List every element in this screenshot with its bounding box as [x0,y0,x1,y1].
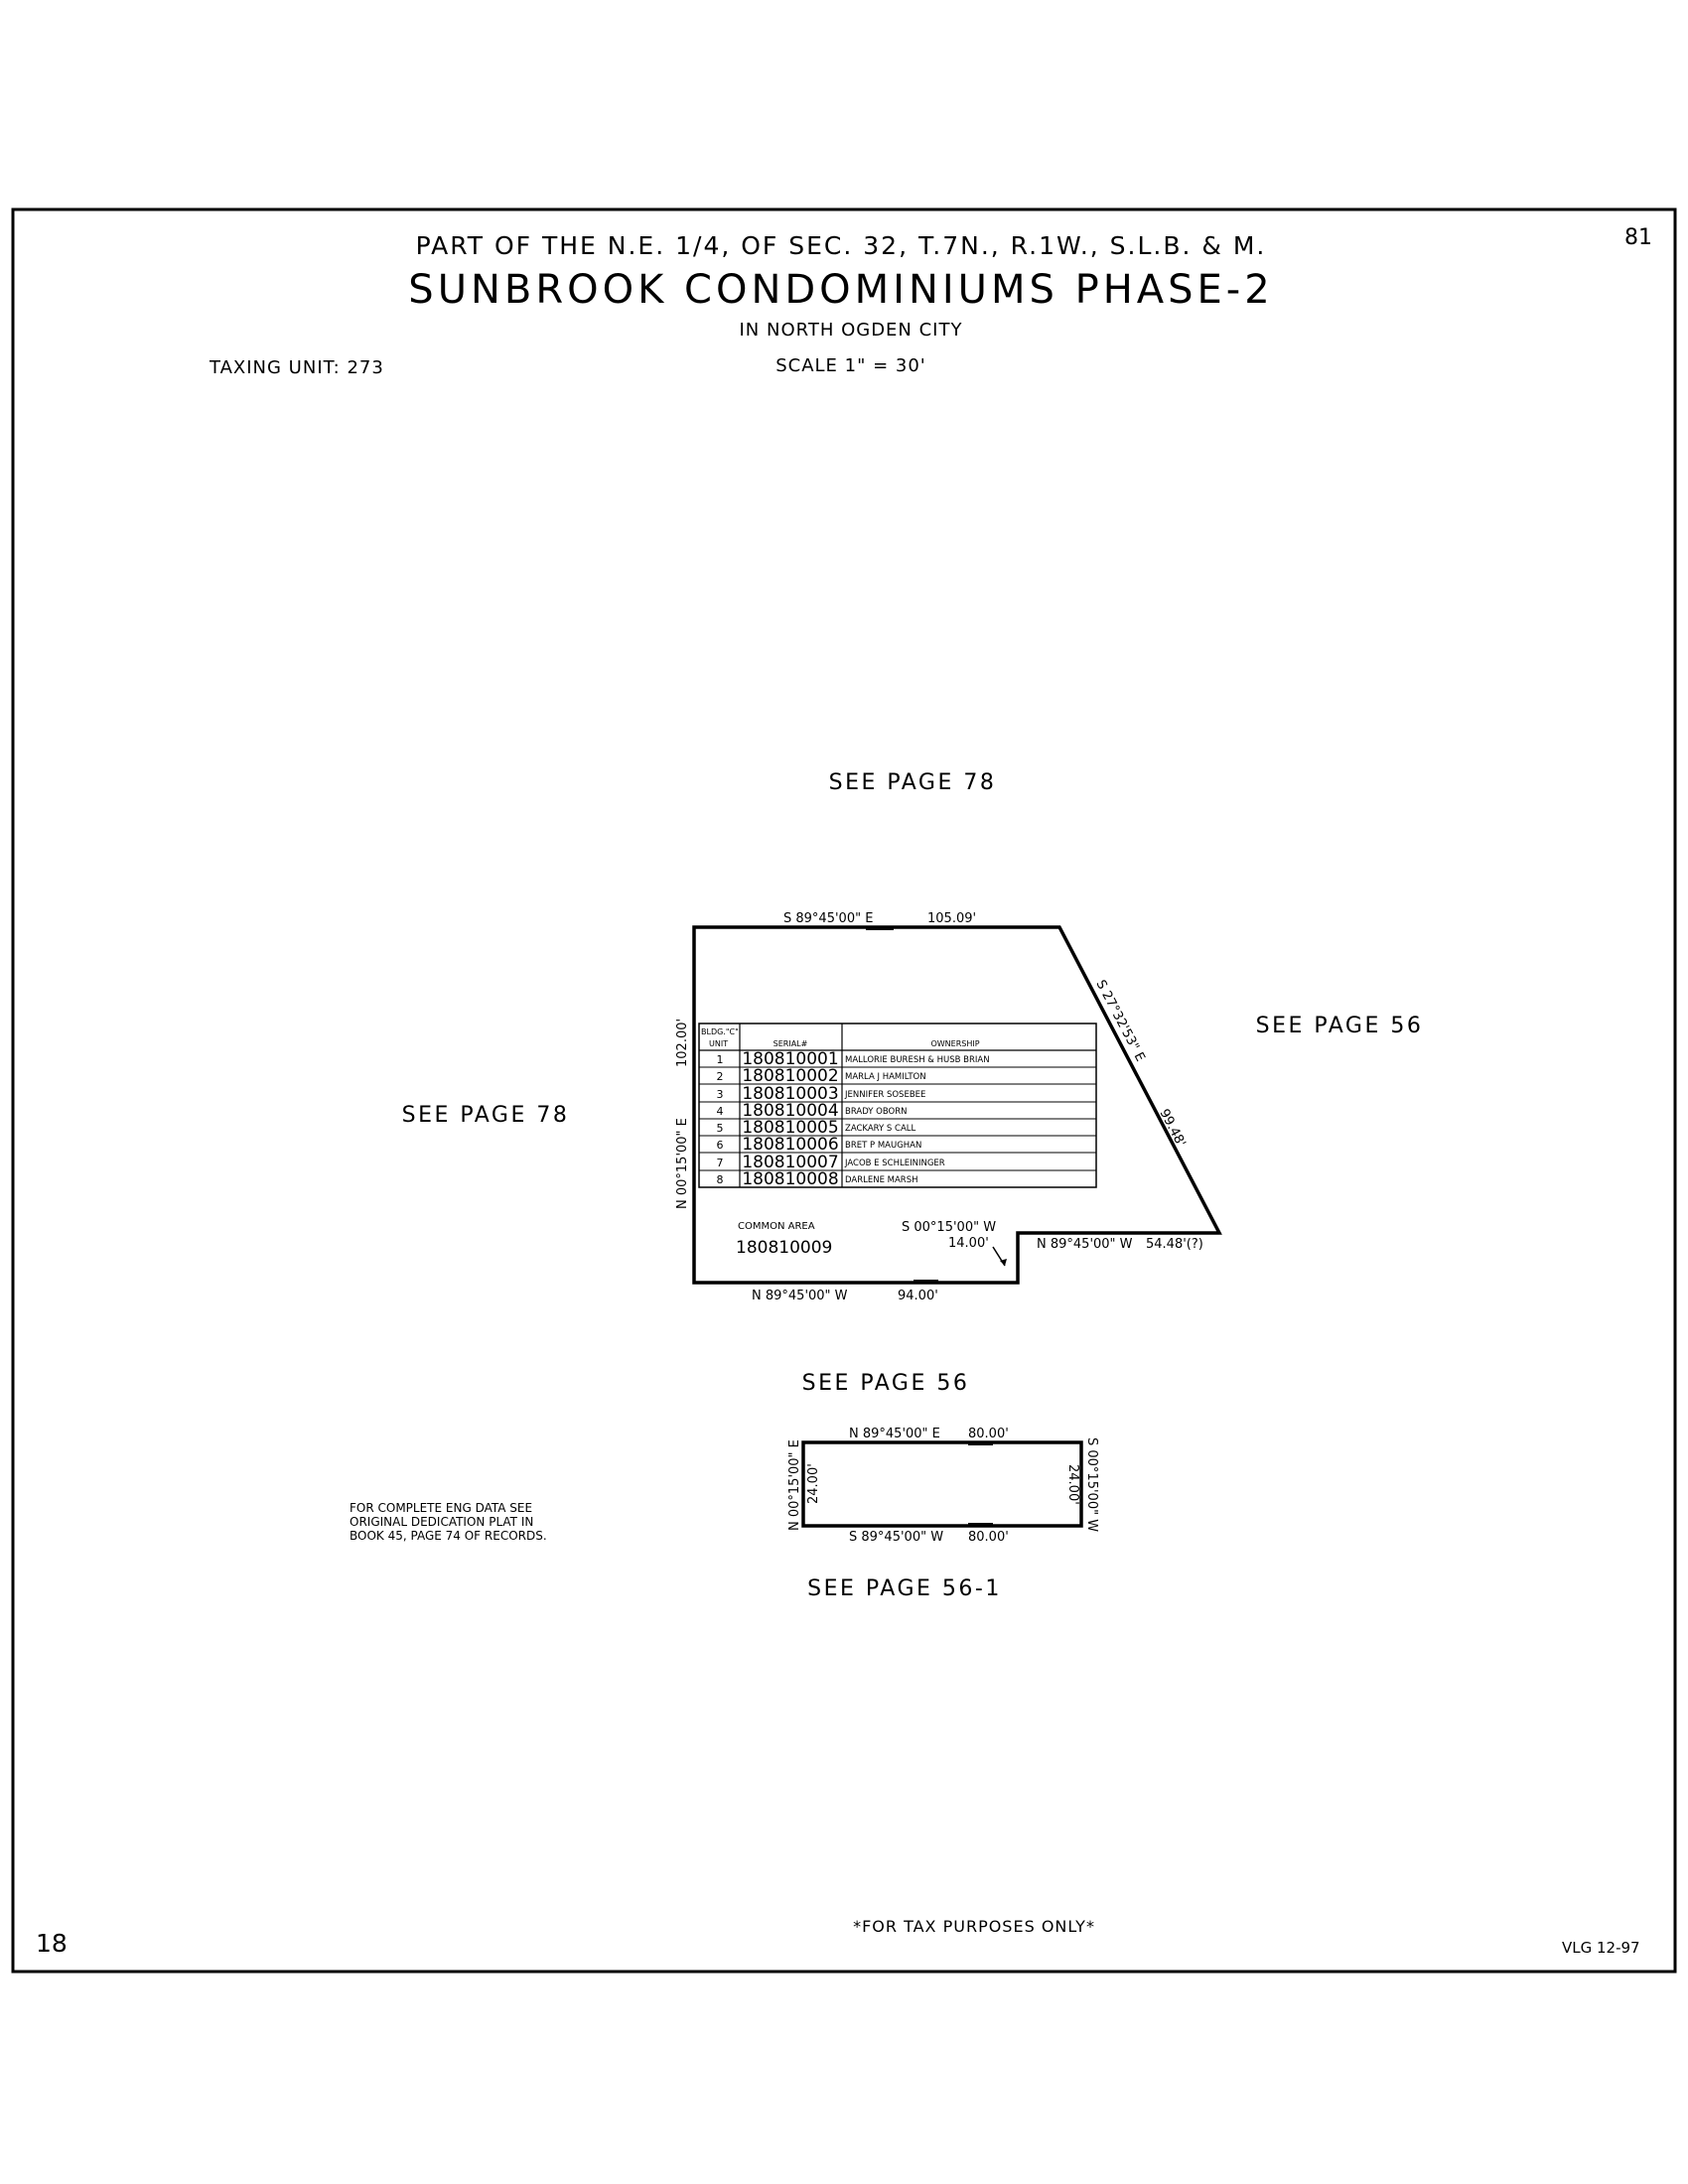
table-unit: 2 [717,1070,724,1083]
common-area-label: COMMON AREA [738,1221,815,1232]
table-unit: 7 [717,1157,724,1169]
see-page-north: SEE PAGE 78 [829,770,997,795]
table-unit: 6 [717,1139,724,1152]
scale-label: SCALE 1" = 30' [775,355,926,376]
small-west-distance: 24.00' [806,1463,821,1504]
see-page-bottom: SEE PAGE 56-1 [807,1576,1002,1601]
table-owner: ZACKARY S CALL [845,1124,916,1134]
north-bearing: S 89°45'00" E [783,911,873,926]
unit-ownership-table: BLDG."C" UNIT SERIAL# OWNERSHIP 1 180810… [698,1023,1097,1189]
small-west-bearing: N 00°15'00" E [787,1439,802,1531]
south-distance: 94.00' [898,1289,938,1303]
small-south-bearing: S 89°45'00" W [849,1530,943,1545]
main-parcel-boundary [692,925,1222,1285]
taxing-unit: TAXING UNIT: 273 [209,357,384,378]
north-distance: 105.09' [927,911,976,926]
city-label: IN NORTH OGDEN CITY [740,320,963,341]
west-distance: 102.00' [675,1019,690,1067]
table-unit: 3 [717,1088,724,1101]
table-unit: 1 [717,1053,724,1066]
table-serial: 180810006 [742,1135,838,1155]
table-serial: 180810007 [742,1153,838,1172]
table-unit: 5 [717,1122,724,1135]
table-serial: 180810005 [742,1118,838,1138]
table-header-unit: UNIT [709,1039,728,1048]
east-diagonal-bearing: S 27°32'53" E [1092,978,1147,1064]
table-owner: DARLENE MARSH [845,1175,918,1185]
small-south-distance: 80.00' [968,1530,1009,1545]
small-east-bearing: S 00°15'00" W [1084,1437,1099,1532]
sheet-border [11,207,1677,1974]
table-unit: 8 [717,1173,724,1186]
see-page-west: SEE PAGE 78 [402,1103,570,1128]
step-south-distance: 14.00' [948,1236,989,1251]
tax-purposes-note: *FOR TAX PURPOSES ONLY* [853,1917,1095,1936]
page-number: 81 [1624,225,1652,250]
table-serial: 180810008 [742,1169,838,1189]
west-bearing: N 00°15'00" E [675,1118,690,1209]
small-east-distance: 24.00' [1065,1464,1080,1505]
eng-data-note-line: FOR COMPLETE ENG DATA SEE [350,1501,532,1515]
small-north-distance: 80.00' [968,1427,1009,1441]
step-south-bearing: S 00°15'00" W [902,1220,996,1235]
plat-title: SUNBROOK CONDOMINIUMS PHASE-2 [408,267,1273,313]
table-owner: BRADY OBORN [845,1107,908,1117]
table-header-bldg: BLDG."C" [701,1027,739,1036]
step-leader-arrow [1000,1259,1007,1266]
eng-data-note-line: ORIGINAL DEDICATION PLAT IN [350,1515,533,1529]
table-owner: JACOB E SCHLEININGER [844,1159,945,1168]
table-owner: BRET P MAUGHAN [845,1141,921,1151]
see-page-east: SEE PAGE 56 [1256,1014,1424,1038]
table-unit: 4 [717,1105,724,1118]
table-owner: MARLA J HAMILTON [845,1072,926,1082]
table-owner: MALLORIE BURESH & HUSB BRIAN [845,1055,990,1065]
step-east-bearing: N 89°45'00" W [1037,1237,1133,1252]
location-line: PART OF THE N.E. 1/4, OF SEC. 32, T.7N.,… [416,231,1267,260]
table-serial: 180810003 [742,1084,838,1104]
step-east-distance: 54.48'(?) [1146,1237,1203,1252]
table-header-serial: SERIAL# [774,1039,808,1048]
see-page-south: SEE PAGE 56 [802,1371,970,1396]
table-serial: 180810004 [742,1101,838,1121]
eng-data-note-line: BOOK 45, PAGE 74 OF RECORDS. [350,1529,547,1543]
common-area-serial: 180810009 [736,1238,832,1258]
table-serial: 180810002 [742,1066,838,1086]
small-parcel-boundary [801,1440,1083,1528]
table-owner: JENNIFER SOSEBEE [844,1090,925,1100]
sheet-number: 18 [36,1929,68,1958]
table-header-owner: OWNERSHIP [930,1039,979,1048]
south-bearing: N 89°45'00" W [752,1289,848,1303]
east-diagonal-distance: 99.48' [1156,1107,1188,1150]
drafter-initials: VLG 12-97 [1562,1939,1640,1957]
small-north-bearing: N 89°45'00" E [849,1427,940,1441]
table-serial: 180810001 [742,1049,838,1069]
table-frame [698,1023,1097,1188]
